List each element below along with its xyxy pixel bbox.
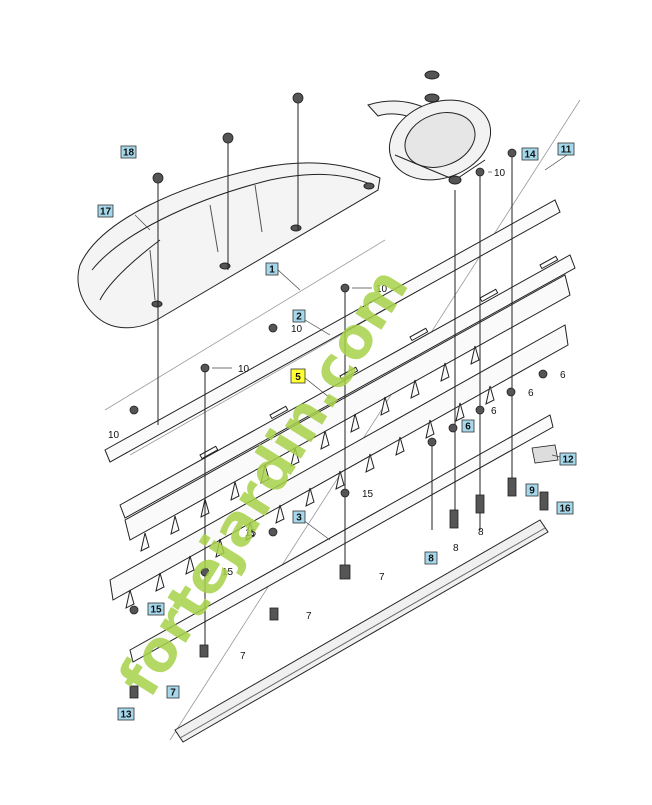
- callout-9[interactable]: 9: [525, 483, 539, 497]
- part-label: 8: [453, 543, 459, 554]
- callout-11-label: 11: [561, 145, 572, 156]
- gearbox-housing: [367, 70, 492, 185]
- callout-13[interactable]: 13: [117, 707, 135, 721]
- part-label: 6: [560, 370, 566, 381]
- callout-13-label: 13: [120, 710, 132, 721]
- part-label: 8: [478, 527, 484, 538]
- assembly-lines: [157, 100, 513, 650]
- callout-15-label: 15: [150, 605, 162, 616]
- callout-17[interactable]: 17: [97, 204, 114, 218]
- callout-8[interactable]: 8: [424, 551, 438, 565]
- callout-2[interactable]: 2: [292, 309, 306, 323]
- callout-15[interactable]: 15: [147, 602, 165, 616]
- watermark-text: fortejardin.com: [107, 257, 422, 707]
- callout-6[interactable]: 6: [461, 419, 475, 433]
- part-label: 7: [240, 651, 246, 662]
- callout-18[interactable]: 18: [120, 145, 137, 159]
- callout-16-label: 16: [559, 504, 571, 515]
- callout-1-label: 1: [269, 265, 275, 276]
- callout-7[interactable]: 7: [166, 685, 180, 699]
- part-label: 15: [362, 489, 374, 500]
- callout-7-label: 7: [170, 688, 176, 699]
- callout-9-label: 9: [529, 486, 535, 497]
- callout-14-label: 14: [524, 150, 536, 161]
- part-label: 10: [494, 168, 506, 179]
- part-label: 6: [491, 406, 497, 417]
- part-label: 6: [528, 388, 534, 399]
- part-label: 15: [245, 528, 257, 539]
- watermark: fortejardin.com: [107, 257, 422, 707]
- callout-3[interactable]: 3: [292, 510, 306, 524]
- part-label: 10: [108, 430, 120, 441]
- callout-1[interactable]: 1: [265, 262, 279, 276]
- part-label: 7: [379, 572, 385, 583]
- callout-5[interactable]: 5: [290, 368, 306, 384]
- callout-14[interactable]: 14: [521, 147, 539, 161]
- callout-12[interactable]: 12: [559, 452, 577, 466]
- callout-17-label: 17: [100, 207, 112, 218]
- part-2-guide-bar: [119, 254, 576, 519]
- callout-18-label: 18: [123, 148, 135, 159]
- callout-3-label: 3: [296, 513, 302, 524]
- callout-12-label: 12: [562, 455, 574, 466]
- fasteners: [129, 92, 559, 699]
- blade-guard-cover: [77, 162, 381, 329]
- callout-5-label: 5: [295, 372, 301, 383]
- part-5-upper-blade: [124, 274, 571, 552]
- bottom-strip: [129, 414, 554, 663]
- part-label: 10: [238, 364, 250, 375]
- part-label: 10: [291, 324, 303, 335]
- callout-16[interactable]: 16: [556, 501, 574, 515]
- part-label: 15: [222, 567, 234, 578]
- callout-8-label: 8: [428, 554, 434, 565]
- callout-2-label: 2: [296, 312, 302, 323]
- blade-sheath: [174, 519, 549, 743]
- part-label: 7: [306, 611, 312, 622]
- callout-6-label: 6: [465, 422, 471, 433]
- callout-11[interactable]: 11: [557, 142, 575, 156]
- part-1-strip: [104, 199, 561, 463]
- part-label: 10: [376, 284, 388, 295]
- part-3-lower-blade: [109, 324, 569, 609]
